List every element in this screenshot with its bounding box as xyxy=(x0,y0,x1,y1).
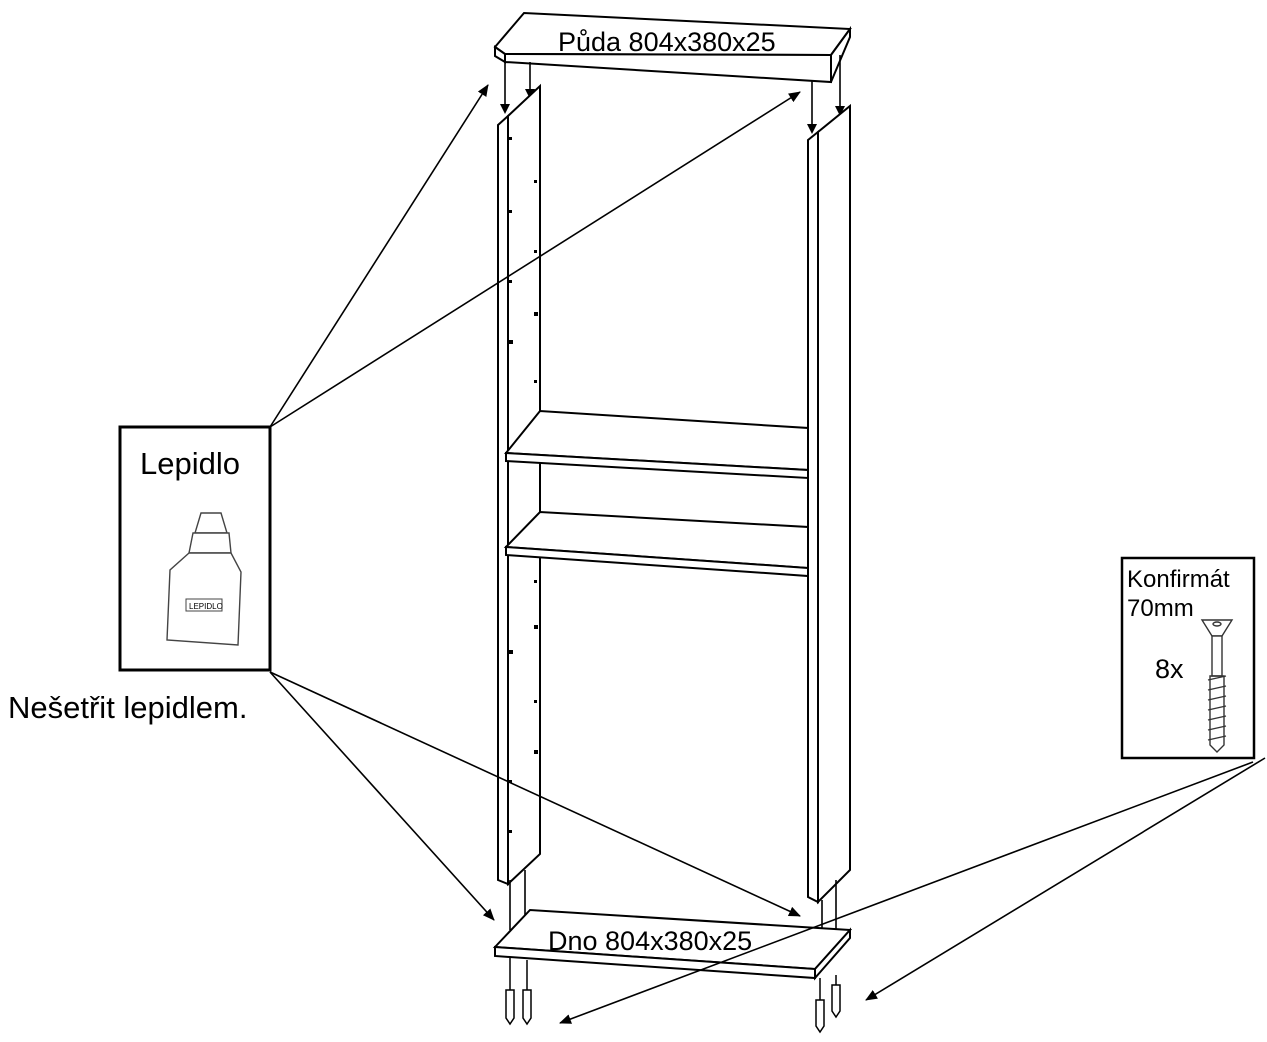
right-side-panel xyxy=(807,103,851,905)
arrow-glue-to-right-top xyxy=(269,91,801,428)
arrow-screw-to-right xyxy=(865,757,1266,1001)
upper-shelf xyxy=(503,409,809,480)
top-panel-label: Půda 804x380x25 xyxy=(558,27,776,57)
screw-quantity: 8x xyxy=(1155,654,1184,684)
arrow-glue-to-left-bottom xyxy=(269,671,495,921)
bottom-panel-label: Dno 804x380x25 xyxy=(548,926,752,956)
glue-note: Nešetřit lepidlem. xyxy=(8,690,247,725)
arrow-glue-to-right-bottom xyxy=(269,671,801,917)
arrow-glue-to-left-top xyxy=(269,84,489,428)
left-panel-holes xyxy=(509,137,538,833)
screw-box xyxy=(1120,556,1256,760)
arrow-screw-to-left xyxy=(559,761,1254,1024)
top-panel xyxy=(493,11,852,84)
glue-box-title: Lepidlo xyxy=(140,446,240,481)
lower-shelf xyxy=(503,510,809,578)
arrows xyxy=(269,84,1266,1024)
screw-box-title-line2: 70mm xyxy=(1127,595,1194,622)
top-dowel-guides xyxy=(504,55,841,130)
glue-bottle-icon: LEPIDLO xyxy=(166,512,242,646)
left-side-panel xyxy=(497,83,541,887)
glue-bottle-label: LEPIDLO xyxy=(189,602,223,611)
screw-box-title-line1: Konfirmát xyxy=(1127,566,1230,593)
confirmat-screw-icon xyxy=(1200,619,1234,753)
bottom-screws xyxy=(505,958,841,1034)
bottom-panel xyxy=(492,908,853,981)
